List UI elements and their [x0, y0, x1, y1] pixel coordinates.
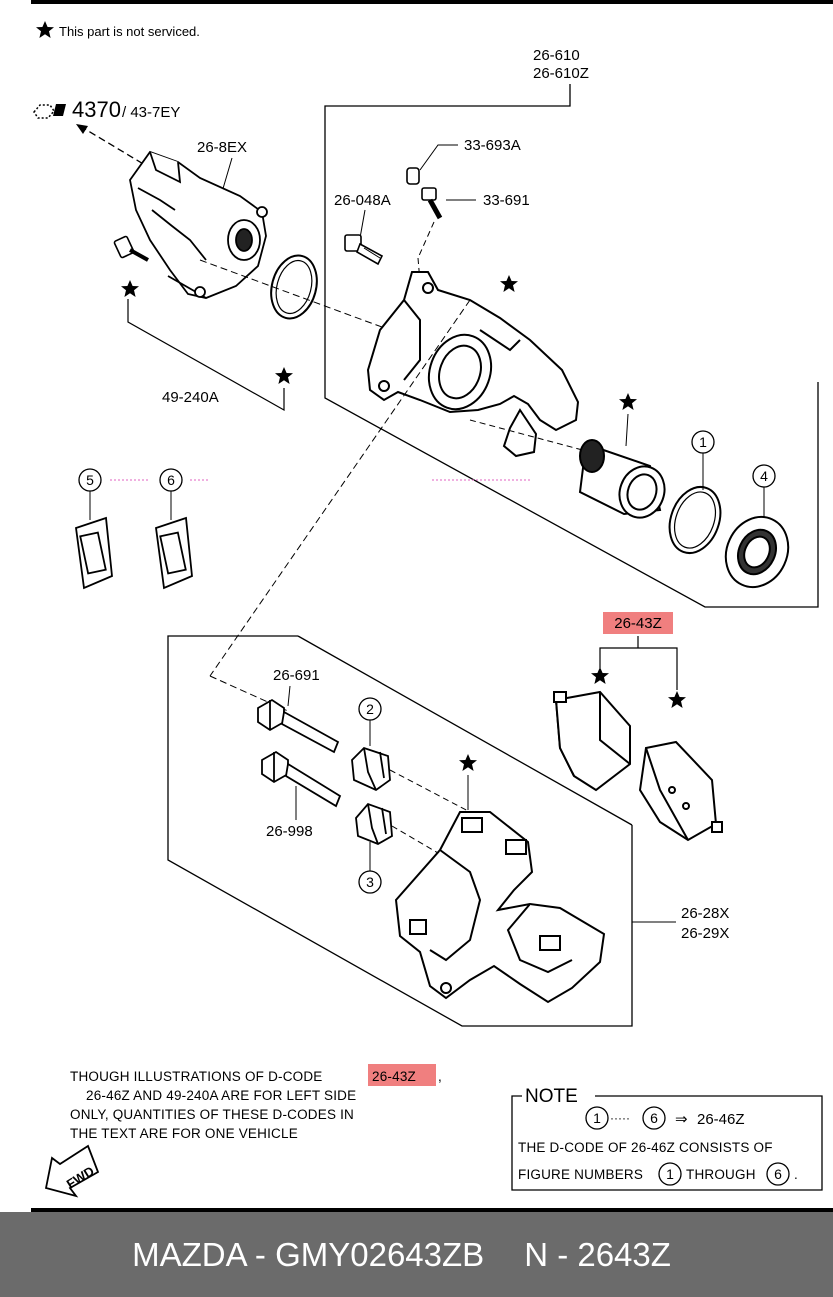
- reference-sub: / 43-7EY: [122, 104, 180, 121]
- footnote-code: 26-43Z: [372, 1069, 416, 1084]
- pin-boot-upper: [351, 746, 391, 792]
- footer-code: N - 2643Z: [524, 1235, 671, 1273]
- guide-pin-26-998: [261, 750, 342, 808]
- callout-26-29x: 26-29X: [681, 925, 729, 942]
- brake-pad-inner: [553, 690, 631, 792]
- motor-bolt: [113, 235, 149, 262]
- figure-number-1-text: 1: [699, 434, 707, 450]
- legend-text: This part is not serviced.: [59, 24, 200, 39]
- footnote-comma: ,: [438, 1069, 442, 1084]
- shim-5: [75, 516, 113, 590]
- star-icon: [36, 21, 54, 38]
- caliper-body: [366, 271, 580, 458]
- bottom-border: [31, 1208, 833, 1212]
- callout-26-43z: 26-43Z: [614, 615, 662, 632]
- note-line3-circle-1: [658, 1162, 682, 1186]
- highlight-26-43z-footnote: [368, 1064, 436, 1086]
- piston-ring: [668, 486, 722, 554]
- reference-main: 4370: [72, 97, 121, 122]
- note-line3-to: 6: [774, 1166, 782, 1182]
- brake-pad-outer: [638, 740, 723, 842]
- note-line3-circle-6: [766, 1162, 790, 1186]
- o-ring: [270, 254, 318, 320]
- top-border: [31, 0, 833, 4]
- callout-26-610z: 26-610Z: [533, 65, 589, 82]
- group-box-upper: [324, 84, 819, 608]
- fwd-arrow-icon: [44, 1144, 100, 1198]
- guide-pin-26-691: [257, 698, 340, 754]
- star-icon: [591, 667, 609, 684]
- note-line3b: THROUGH: [686, 1167, 756, 1182]
- callout-26-610: 26-610: [533, 47, 580, 64]
- caliper-bracket: [394, 811, 606, 1004]
- group-box-lower: [167, 635, 633, 1027]
- note-line3a: FIGURE NUMBERS: [518, 1167, 643, 1182]
- star-icon: [619, 393, 637, 410]
- arrowhead: [76, 124, 88, 134]
- callout-26-998: 26-998: [266, 823, 313, 840]
- callout-26-691: 26-691: [273, 667, 320, 684]
- highlight-26-43z: [603, 612, 673, 634]
- note-line3-from: 1: [666, 1166, 674, 1182]
- note-circle-6: [642, 1106, 666, 1130]
- footer-bar: MAZDA - GMY02643ZB N - 2643Z: [0, 1212, 833, 1297]
- figure-number-5-text: 5: [86, 472, 94, 488]
- figure-number-2-text: 2: [366, 701, 374, 717]
- parking-brake-motor: [129, 150, 268, 299]
- callout-33-691: 33-691: [483, 192, 530, 209]
- figure-number-3-text: 3: [366, 874, 374, 890]
- note-code: 26-46Z: [697, 1111, 745, 1128]
- note-line2: THE D-CODE OF 26-46Z CONSISTS OF: [518, 1140, 773, 1155]
- callout-49-240a: 49-240A: [162, 389, 219, 406]
- dust-seal: [724, 515, 790, 589]
- note-box: NOTE 1 ····· 6 ⇒ 26-46Z THE D-CODE OF 26…: [511, 1086, 823, 1191]
- footnote-line2: 26-46Z AND 49-240A ARE FOR LEFT SIDE: [86, 1088, 356, 1103]
- callout-33-693a: 33-693A: [464, 137, 521, 154]
- parts-diagram: This part is not serviced. 4370 / 43-7EY…: [31, 0, 833, 1212]
- star-icon: [275, 367, 293, 384]
- leader-4370: [79, 125, 151, 169]
- footnote-line1: THOUGH ILLUSTRATIONS OF D-CODE: [70, 1069, 323, 1084]
- caliper-bolt-26-048a: [344, 234, 384, 266]
- star-icon: [668, 691, 686, 708]
- callout-26-8ex: 26-8EX: [197, 139, 247, 156]
- bleeder-screw: [421, 187, 443, 220]
- note-dots: ·····: [610, 1111, 630, 1125]
- bleeder-cap: [406, 167, 420, 185]
- star-icon: [500, 275, 518, 292]
- caliper-piston: [578, 439, 666, 519]
- callout-26-28x: 26-28X: [681, 905, 729, 922]
- star-icon: [121, 280, 139, 297]
- note-from: 1: [593, 1110, 601, 1126]
- note-circle-1: [585, 1106, 609, 1130]
- star-icon: [459, 754, 477, 771]
- note-title: NOTE: [525, 1086, 578, 1107]
- figure-number-6-text: 6: [167, 472, 175, 488]
- footer-part-number: MAZDA - GMY02643ZB: [132, 1235, 485, 1273]
- note-to: 6: [650, 1110, 658, 1126]
- footnote-line3: ONLY, QUANTITIES OF THESE D-CODES IN: [70, 1107, 354, 1122]
- callout-26-048a: 26-048A: [334, 192, 391, 209]
- note-arrow: ⇒: [675, 1111, 688, 1128]
- pin-boot-lower: [355, 802, 393, 845]
- figure-number-4-text: 4: [760, 468, 768, 484]
- note-line3c: .: [794, 1167, 798, 1182]
- shim-6: [155, 516, 193, 590]
- footnote-line4: THE TEXT ARE FOR ONE VEHICLE: [70, 1126, 298, 1141]
- bracket-49-240a: [127, 299, 285, 412]
- reference-icon: [33, 104, 66, 119]
